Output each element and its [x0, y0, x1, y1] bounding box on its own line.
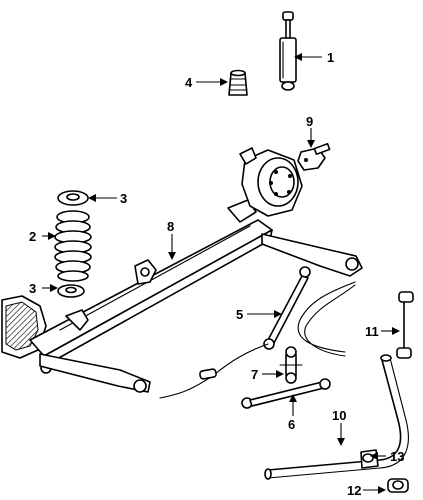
spring-seat-lower-part: [57, 284, 85, 298]
brake-cable-part: [159, 281, 356, 399]
bump-stop-part: [228, 69, 248, 96]
callout-5: 5: [236, 307, 243, 322]
callout-6: 6: [288, 417, 295, 432]
leader-lines: [42, 53, 400, 494]
spring-seat-upper-part: [57, 190, 89, 206]
callout-7: 7: [251, 367, 258, 382]
stabilizer-link-part: [279, 346, 303, 384]
rear-axle-beam-part: [1, 199, 363, 393]
callout-3-lower: 3: [29, 281, 36, 296]
callout-10: 10: [332, 408, 346, 423]
stabilizer-bar-part: [264, 354, 409, 480]
callout-9: 9: [306, 114, 313, 129]
callout-3-upper: 3: [120, 191, 127, 206]
callout-11: 11: [365, 324, 379, 339]
lateral-link-part: [263, 266, 311, 350]
shock-absorber-part: [279, 11, 297, 91]
callout-4: 4: [185, 75, 193, 90]
callout-1: 1: [327, 50, 334, 65]
callout-12: 12: [347, 483, 361, 498]
bushing-part: [360, 449, 379, 469]
end-link-part: [396, 291, 414, 359]
coil-spring-part: [54, 210, 92, 282]
callout-2: 2: [29, 229, 36, 244]
hub-drum-part: [239, 147, 303, 217]
callout-13: 13: [390, 449, 404, 464]
clamp-part: [387, 478, 409, 493]
bracket-part: [297, 142, 331, 171]
callout-8: 8: [167, 219, 174, 234]
callout-labels: 1 2 3 3 4 5 6 7 8 9 10 11 12 13: [29, 50, 404, 498]
trailing-rod-part: [241, 378, 331, 409]
